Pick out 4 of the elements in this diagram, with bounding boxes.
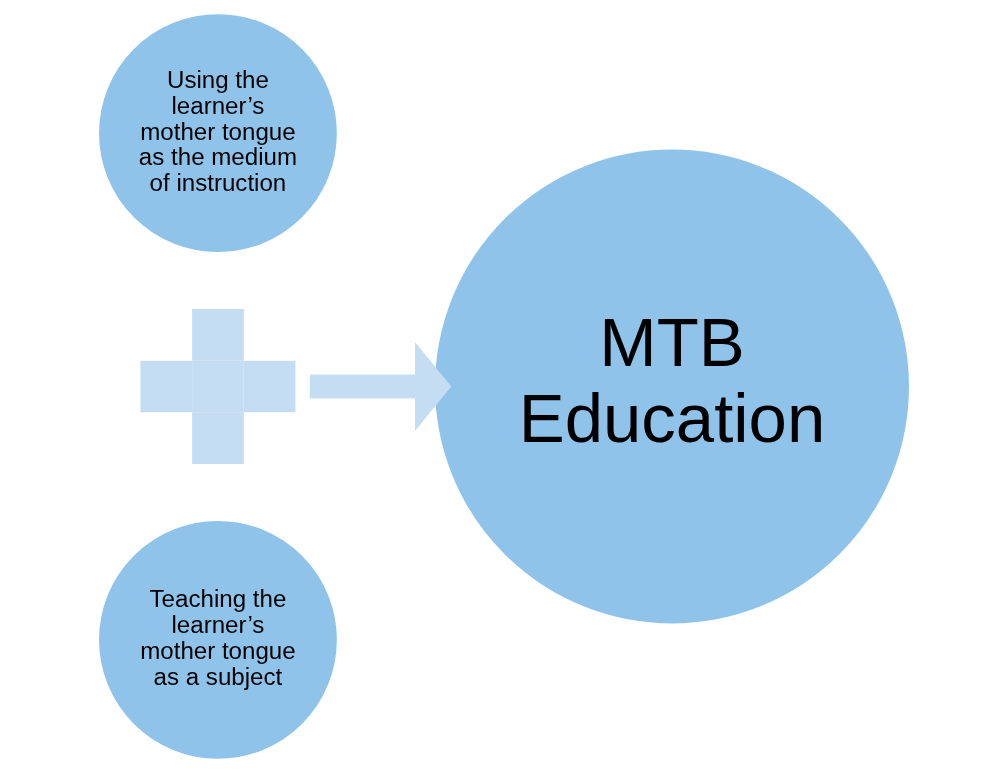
node-circle: MTB Education (435, 149, 909, 624)
node-circle: Using the learner’s mother tongue as the medium of instruction (99, 14, 337, 253)
node-circle: Teaching the learner’s mother tongue as a subject (99, 520, 337, 759)
arrow (309, 342, 452, 431)
